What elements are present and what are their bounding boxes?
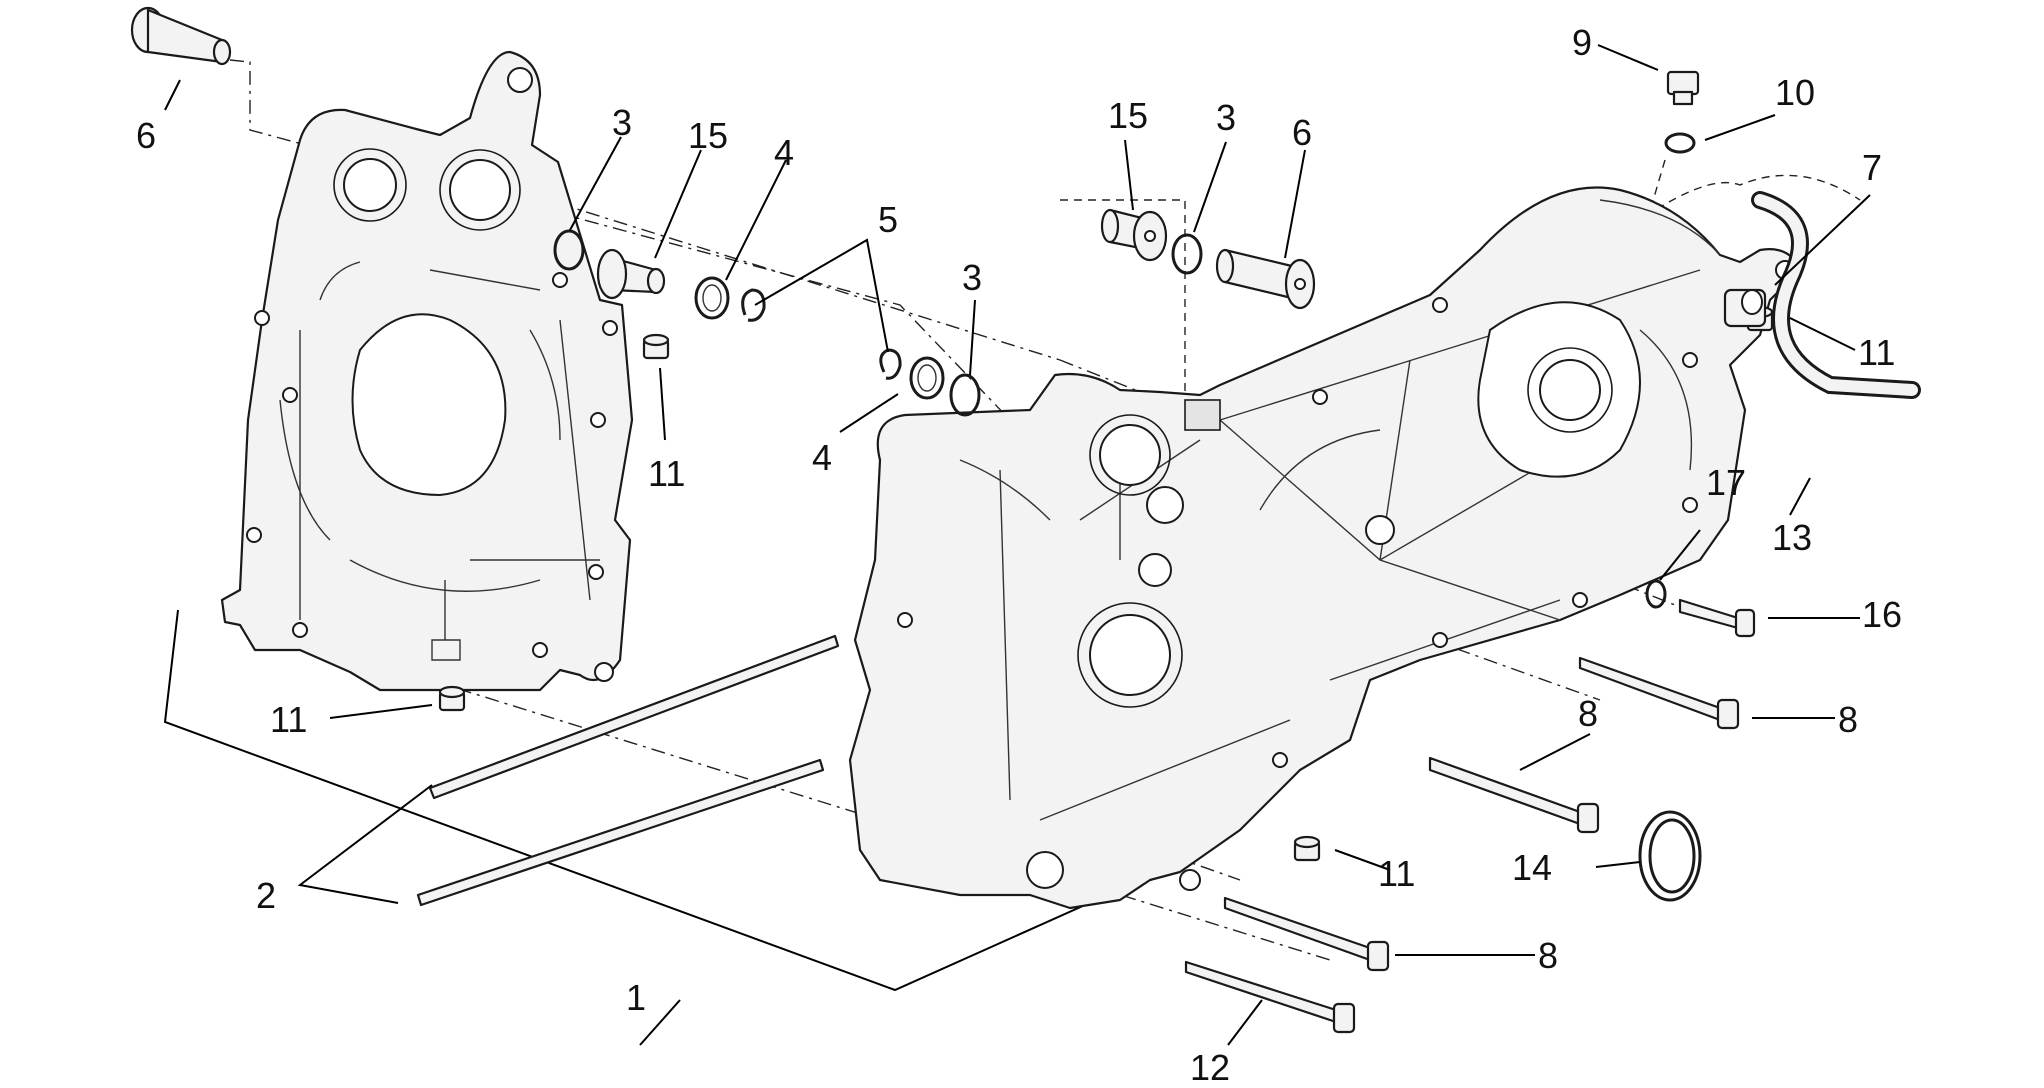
bolt-8-b — [1428, 756, 1600, 834]
seal-10 — [1664, 132, 1696, 154]
seal-ring-14 — [1638, 810, 1702, 902]
callout-3: 3 — [1216, 97, 1236, 138]
circlip-5-mid — [879, 348, 902, 380]
dowel-11-b — [438, 685, 466, 712]
o-ring-3-left — [553, 229, 585, 271]
callout-11: 11 — [1858, 332, 1895, 373]
callout-12: 12 — [1190, 1047, 1230, 1088]
bushing-7 — [1723, 288, 1767, 328]
callout-14: 14 — [1512, 847, 1552, 888]
callout-11: 11 — [648, 453, 685, 494]
callout-8: 8 — [1838, 699, 1858, 740]
callout-8: 8 — [1538, 935, 1558, 976]
pin-6-right — [1215, 248, 1316, 310]
callout-5: 5 — [878, 199, 898, 240]
washer-4-left — [694, 276, 730, 320]
part-1-bracket — [163, 609, 1086, 1046]
parts — [130, 6, 1921, 1034]
o-ring-17 — [1645, 579, 1667, 609]
dowel-11-c — [1293, 835, 1321, 862]
callout-17: 17 — [1706, 462, 1746, 503]
dowel-11-a — [642, 333, 670, 360]
callout-3: 3 — [612, 102, 632, 143]
drain-plug-9 — [1666, 70, 1700, 106]
callout-8: 8 — [1578, 693, 1598, 734]
callout-6: 6 — [1292, 112, 1312, 153]
bushing-15-right — [1100, 208, 1168, 262]
callout-7: 7 — [1862, 147, 1882, 188]
o-ring-3-mid — [949, 373, 981, 417]
callout-3: 3 — [962, 257, 982, 298]
callout-4: 4 — [812, 437, 832, 478]
callout-2: 2 — [256, 875, 276, 916]
leader-lines — [164, 44, 1871, 1046]
callout-10: 10 — [1775, 72, 1815, 113]
bolt-8-a — [1578, 656, 1740, 730]
callout-16: 16 — [1862, 594, 1902, 635]
callout-6: 6 — [136, 115, 156, 156]
callout-labels: 6 3 15 4 5 3 11 4 15 3 6 9 10 7 11 17 13… — [136, 22, 1902, 1088]
callout-11: 11 — [1378, 853, 1415, 894]
callout-11: 11 — [270, 699, 307, 740]
callout-13: 13 — [1772, 517, 1812, 558]
o-ring-3-right — [1171, 233, 1203, 275]
bushing-15-left — [596, 248, 666, 300]
washer-4-mid — [909, 356, 945, 400]
callout-9: 9 — [1572, 22, 1592, 63]
callout-4: 4 — [774, 132, 794, 173]
bolt-12 — [1184, 960, 1356, 1034]
left-crankcase-half — [220, 50, 634, 692]
stud-2-upper — [428, 634, 840, 800]
circlip-5-left — [741, 288, 766, 322]
callout-15: 15 — [688, 115, 728, 156]
callout-15: 15 — [1108, 95, 1148, 136]
pin-6-left — [130, 6, 232, 66]
bolt-16 — [1678, 598, 1756, 638]
right-crankcase-half — [848, 186, 1802, 910]
callout-1: 1 — [626, 977, 646, 1018]
stud-2-lower — [416, 758, 825, 907]
bolt-8-c — [1223, 896, 1390, 972]
